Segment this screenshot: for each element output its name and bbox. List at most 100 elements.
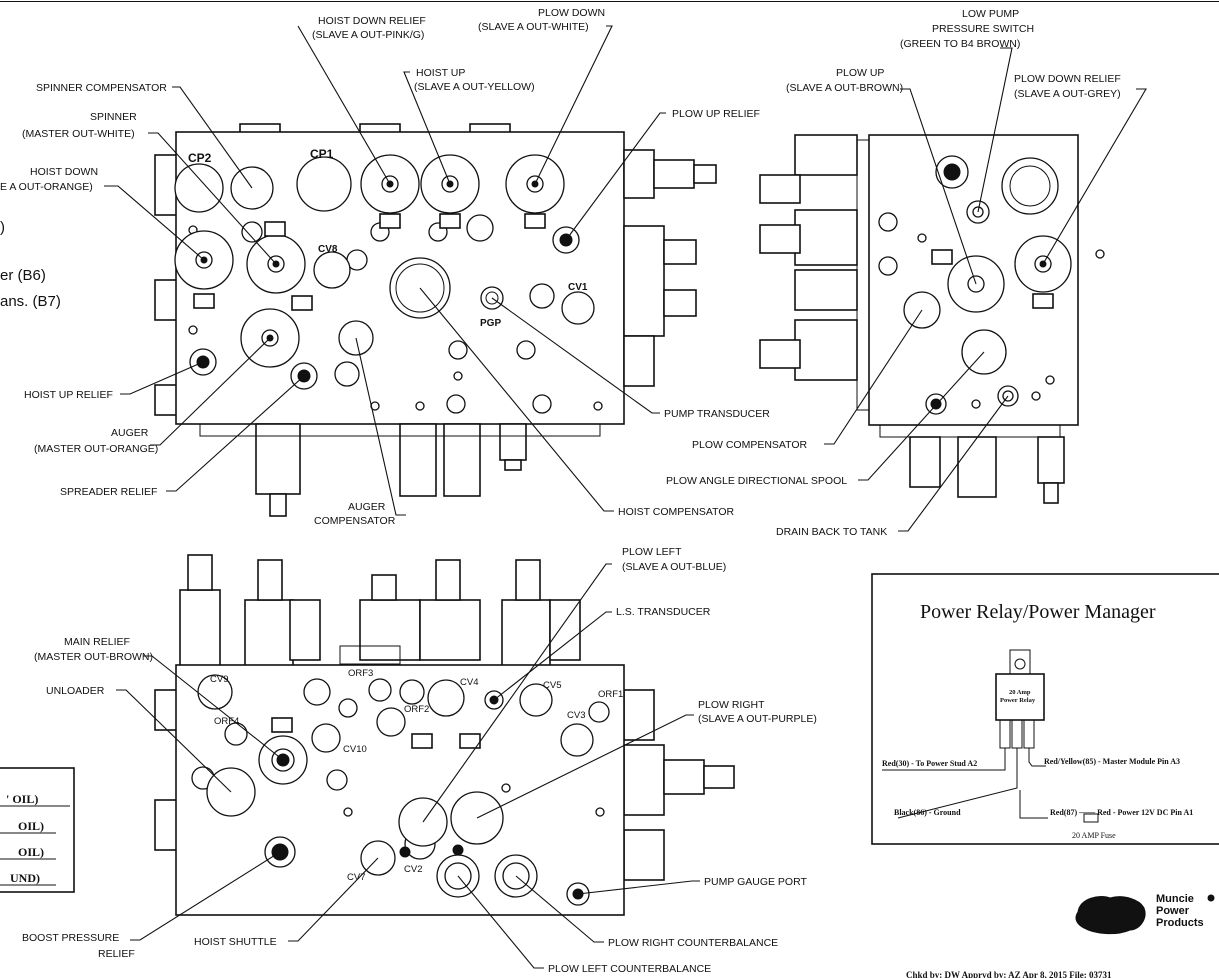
legend-row-1: ' OIL) bbox=[6, 792, 38, 806]
orf3-port bbox=[399, 679, 425, 705]
cv8-port bbox=[313, 251, 351, 289]
side-coil bbox=[794, 269, 858, 311]
leader-low-pump-switch bbox=[977, 47, 1013, 213]
label-drain-back: DRAIN BACK TO TANK bbox=[776, 526, 887, 538]
leader-drain-back bbox=[898, 395, 1009, 532]
label-hoist-down-relief: HOIST DOWN RELIEF bbox=[318, 15, 426, 27]
wire-30 bbox=[882, 748, 1006, 771]
legend-frame bbox=[0, 767, 75, 893]
label-main-relief-wire: (MASTER OUT-BROWN) bbox=[34, 651, 153, 663]
cv4-port bbox=[427, 679, 465, 717]
tag-orf3: ORF3 bbox=[348, 668, 373, 679]
side-manifold bbox=[759, 134, 1105, 504]
leader-plow-down bbox=[534, 25, 613, 185]
side-coil bbox=[623, 829, 665, 881]
label-hoist-up-relief: HOIST UP RELIEF bbox=[24, 389, 113, 401]
coil-connector bbox=[663, 289, 697, 317]
note-line-b7: ans. (B7) bbox=[0, 293, 61, 310]
small-port bbox=[878, 212, 898, 232]
coil-nut bbox=[187, 554, 213, 591]
leader-plow-angle-spool bbox=[858, 351, 985, 481]
small-port bbox=[448, 340, 468, 360]
leader-hoist-shuttle bbox=[288, 857, 379, 942]
side-fitting bbox=[154, 799, 178, 851]
wire-87 bbox=[1019, 790, 1048, 819]
bolt-hole bbox=[415, 401, 425, 411]
legend-row-4: UND) bbox=[10, 871, 40, 885]
bottom-manifold: CV9 ORF3 CV4 CV5 ORF1 ORF2 CV3 ORF4 CV10… bbox=[154, 554, 735, 916]
port-ring bbox=[485, 291, 499, 305]
label-spreader-relief: SPREADER RELIEF bbox=[60, 486, 157, 498]
label-hoist-down: HOIST DOWN bbox=[30, 166, 98, 178]
side-coil bbox=[759, 224, 801, 254]
leader-plow-down-relief bbox=[1042, 88, 1147, 265]
label-pump-transducer: PUMP TRANSDUCER bbox=[664, 408, 770, 420]
note-fragment: ) bbox=[0, 219, 5, 236]
label-hoist-compensator: HOIST COMPENSATOR bbox=[618, 506, 735, 518]
coil-nut bbox=[257, 559, 283, 601]
logo-splash bbox=[1075, 896, 1146, 935]
tag-pgp: PGP bbox=[480, 318, 501, 329]
leader-plow-up bbox=[900, 88, 977, 285]
left-notes: ) er (B6) ans. (B7) bbox=[0, 219, 61, 310]
bolt-hole bbox=[917, 233, 927, 243]
fuse-label: 20 AMP Fuse bbox=[1072, 831, 1116, 840]
bottom-coil bbox=[957, 436, 997, 498]
tag-orf1: ORF1 bbox=[598, 689, 623, 700]
side-coil bbox=[663, 759, 705, 795]
side-coil bbox=[794, 319, 858, 381]
orf2-port bbox=[376, 707, 406, 737]
hex-plug bbox=[303, 678, 331, 706]
bolt-hole bbox=[1031, 391, 1041, 401]
legend-box: ' OIL) OIL) OIL) UND) bbox=[0, 767, 75, 893]
cv5-port bbox=[519, 683, 553, 717]
callout-labels: HOIST DOWN RELIEF (SLAVE A OUT-PINK/G) P… bbox=[0, 7, 1121, 975]
leader-plow-left-cb bbox=[457, 875, 544, 969]
bottom-fitting bbox=[499, 423, 527, 461]
hex-plug bbox=[368, 678, 392, 702]
leader-ls-transducer bbox=[493, 611, 612, 701]
small-port bbox=[516, 340, 536, 360]
label-auger: AUGER bbox=[111, 427, 149, 439]
label-plow-left-wire: (SLAVE A OUT-BLUE) bbox=[622, 561, 726, 573]
cv1-port bbox=[561, 291, 595, 325]
cv10-port bbox=[311, 723, 341, 753]
orf1-port bbox=[588, 701, 610, 723]
label-plow-left-cb: PLOW LEFT COUNTERBALANCE bbox=[548, 963, 711, 975]
port-core bbox=[943, 163, 961, 181]
label-spinner-wire: (MASTER OUT-WHITE) bbox=[22, 128, 135, 140]
cp2-port bbox=[174, 163, 224, 213]
bolt-hole bbox=[1045, 375, 1055, 385]
leader-lines bbox=[104, 25, 1147, 969]
leader-auger bbox=[150, 337, 271, 446]
label-ls-transducer: L.S. TRANSDUCER bbox=[616, 606, 711, 618]
logo-dot bbox=[1207, 894, 1215, 902]
label-plow-down: PLOW DOWN bbox=[538, 7, 605, 19]
small-port bbox=[878, 256, 898, 276]
tag-cv3: CV3 bbox=[567, 710, 585, 721]
bottom-fitting bbox=[504, 459, 522, 471]
bolt-hole bbox=[595, 807, 605, 817]
bottom-coil bbox=[399, 423, 437, 497]
label-spinner: SPINNER bbox=[90, 111, 137, 123]
solenoid-coil bbox=[501, 599, 551, 667]
bottom-nut bbox=[1043, 482, 1059, 504]
label-auger-wire: (MASTER OUT-ORANGE) bbox=[34, 443, 158, 455]
leader-hoist-down-relief bbox=[297, 25, 391, 185]
leader-plow-right bbox=[476, 714, 694, 819]
leader-hoist-down bbox=[104, 185, 205, 261]
leader-auger-compensator bbox=[355, 337, 406, 516]
logo-word-1: Muncie bbox=[1156, 893, 1194, 905]
solenoid-coil bbox=[549, 599, 581, 661]
relay-mount-hole bbox=[1014, 658, 1026, 670]
bottom-fitting bbox=[1037, 436, 1065, 484]
leader-hoist-up-relief bbox=[120, 361, 204, 395]
label-spinner-compensator: SPINNER COMPENSATOR bbox=[36, 82, 167, 94]
tag-cv7: CV7 bbox=[347, 872, 365, 883]
label-plow-up-relief: PLOW UP RELIEF bbox=[672, 108, 760, 120]
bolt-hole bbox=[188, 325, 198, 335]
logo-word-3: Products bbox=[1156, 917, 1204, 929]
label-hoist-up: HOIST UP bbox=[416, 67, 465, 79]
label-plow-angle-spool: PLOW ANGLE DIRECTIONAL SPOOL bbox=[666, 475, 847, 487]
